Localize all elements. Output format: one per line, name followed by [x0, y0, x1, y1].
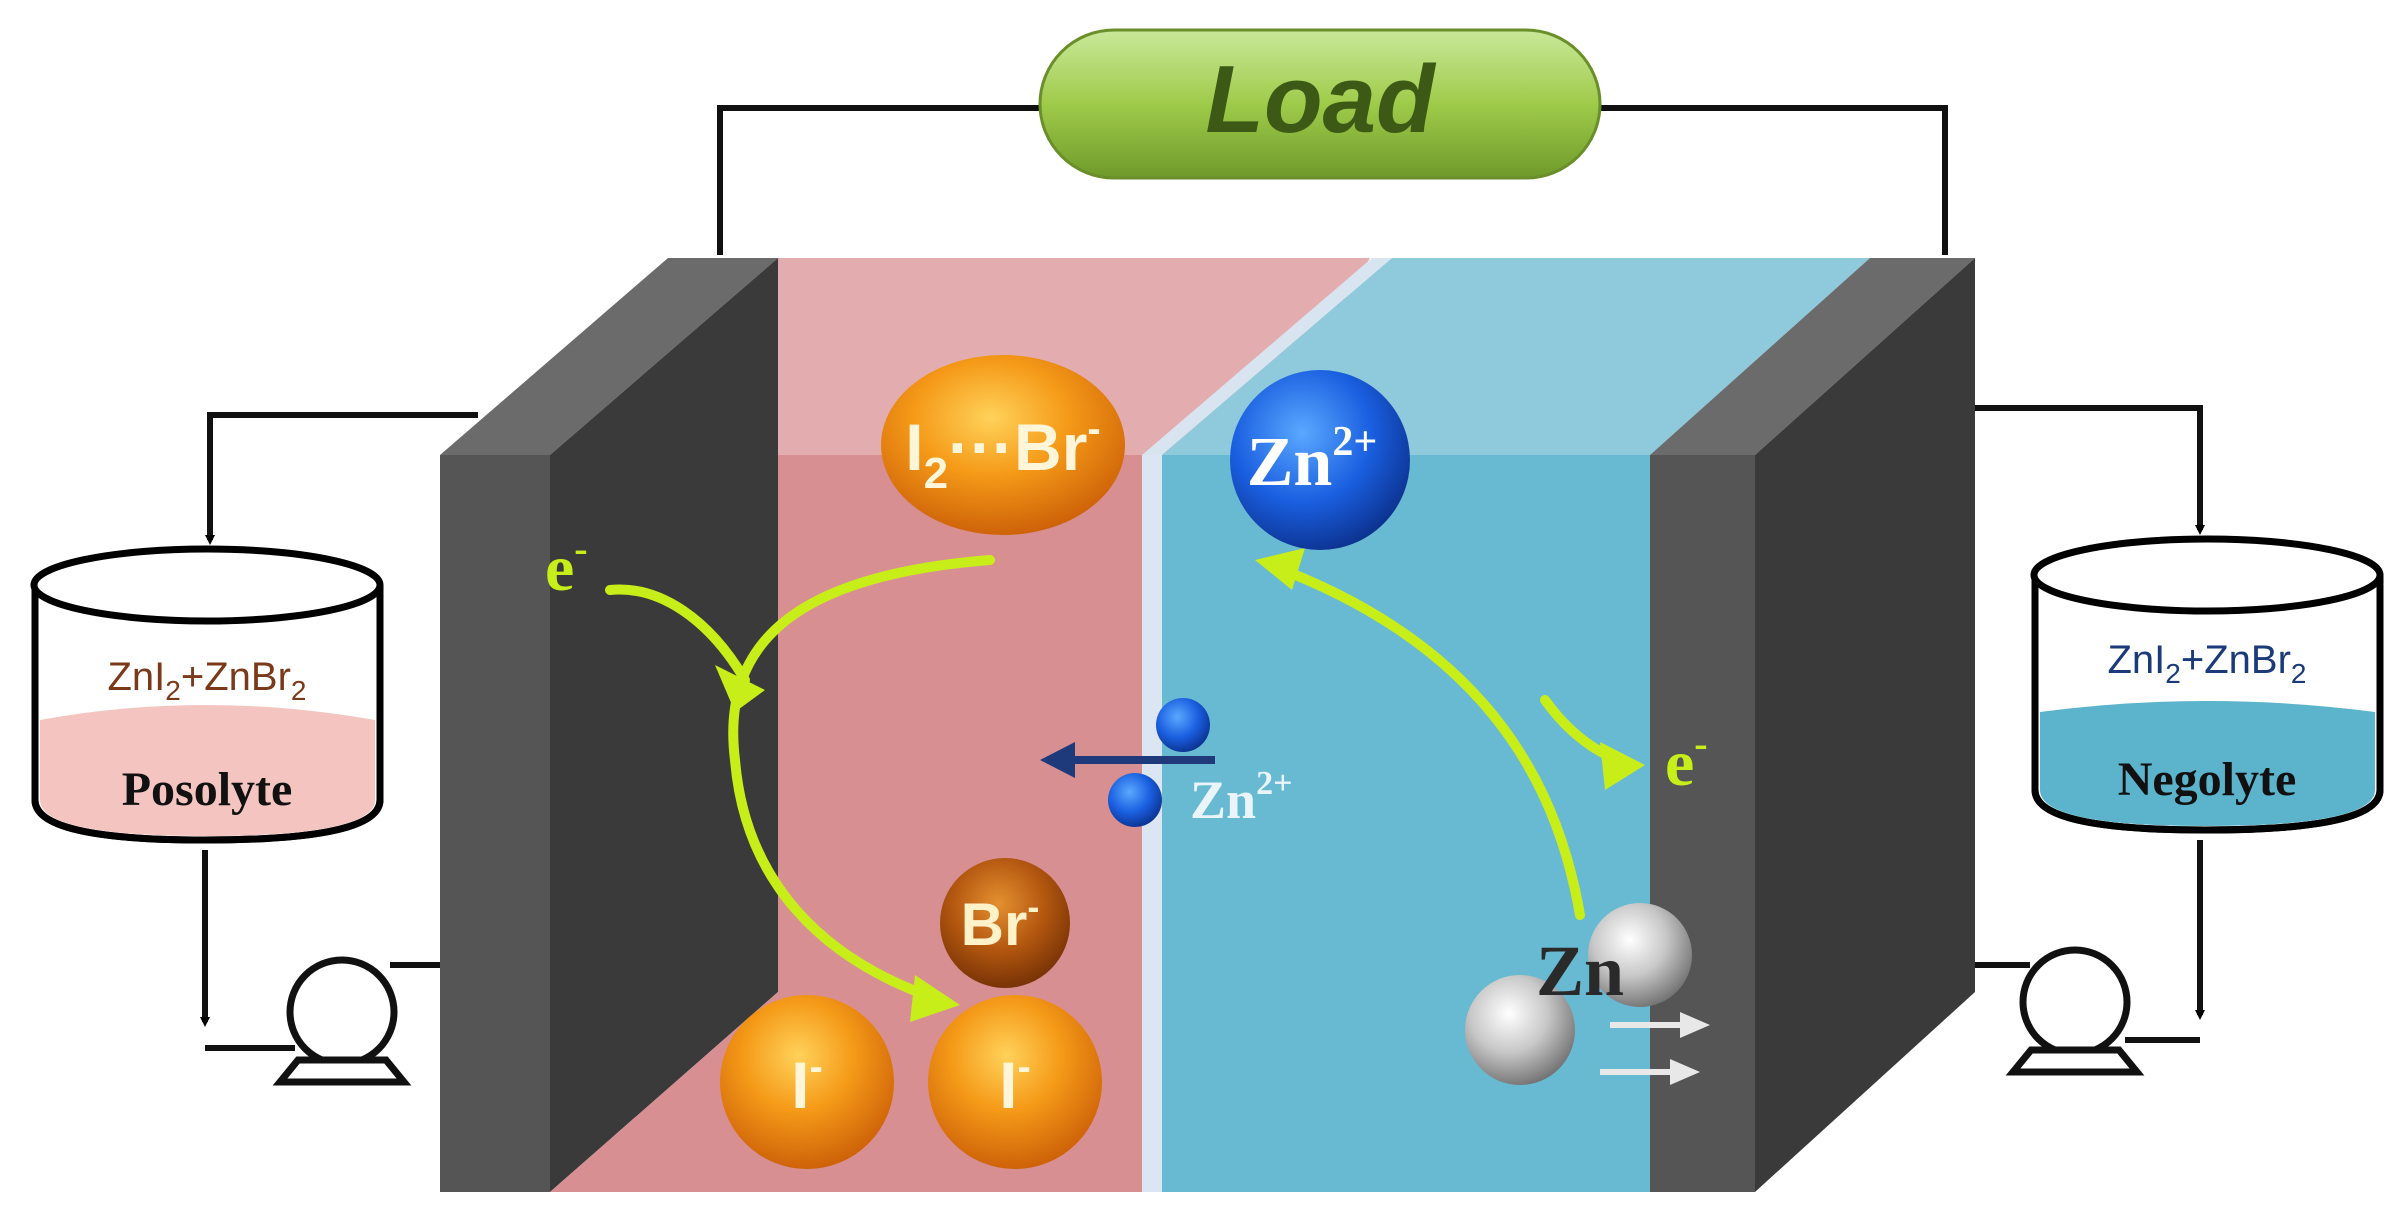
negolyte-pump-icon	[2005, 946, 2145, 1076]
negolyte-formula: ZnI2+ZnBr2	[2108, 638, 2307, 689]
svg-text:I-: I-	[791, 1045, 823, 1122]
iodide-ion-right: I-	[928, 995, 1102, 1169]
svg-text:Br-: Br-	[961, 886, 1040, 958]
membrane	[1142, 258, 1392, 1192]
zinc-metal-deposit: Zn	[1465, 903, 1710, 1085]
svg-text:I2···Br-: I2···Br-	[905, 407, 1100, 498]
oxidation-arrowheads	[1255, 548, 1645, 790]
posolyte-label: Posolyte	[122, 763, 293, 816]
negolyte-label: Negolyte	[2118, 753, 2297, 806]
svg-text:I-: I-	[999, 1045, 1031, 1122]
left-electrode	[440, 258, 778, 1192]
load-label: Load	[1205, 46, 1437, 153]
electron-label-left: e-	[545, 526, 588, 605]
zinc-metal-label: Zn	[1536, 931, 1624, 1011]
reduction-arrowheads	[715, 665, 960, 1022]
electron-label-right: e-	[1665, 721, 1708, 800]
posolyte-pipes	[200, 412, 478, 1051]
reduction-arrow	[605, 555, 995, 1005]
posolyte-pump-icon	[272, 956, 412, 1086]
zinc-ion-large: Zn2+	[1230, 370, 1410, 550]
posolyte-tank: ZnI2+ZnBr2 Posolyte	[30, 545, 384, 844]
load-box: Load	[1038, 28, 1602, 180]
posolyte-formula: ZnI2+ZnBr2	[108, 655, 307, 706]
negolyte-tank: ZnI2+ZnBr2 Negolyte	[2030, 535, 2384, 834]
zinc-ion-small-label: Zn2+	[1190, 765, 1292, 830]
bromide-ion: Br-	[940, 858, 1070, 988]
svg-text:Zn2+: Zn2+	[1247, 419, 1378, 501]
external-circuit-wire	[717, 105, 1948, 255]
iodide-ion-left: I-	[720, 995, 894, 1169]
zinc-deposit-arrows	[1600, 1022, 1690, 1075]
iodine-bromide-complex: I2···Br-	[881, 355, 1125, 535]
negolyte-pipes	[1975, 405, 2205, 1043]
zinc-ion-migration: Zn2+	[1040, 698, 1292, 830]
